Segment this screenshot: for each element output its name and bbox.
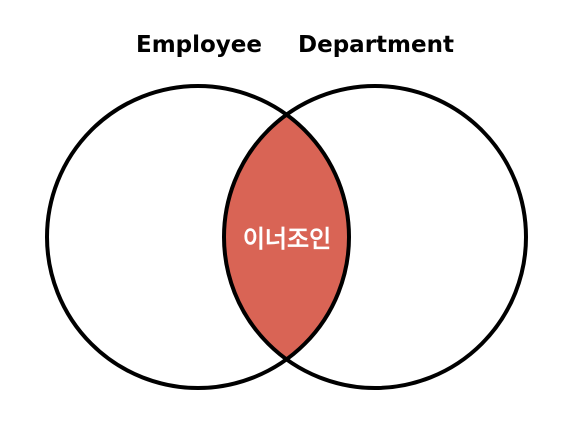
intersection-label: 이너조인 — [243, 225, 331, 253]
department-label: Department — [298, 32, 454, 58]
employee-label: Employee — [136, 32, 262, 58]
employee-circle — [45, 84, 351, 390]
department-circle — [222, 84, 528, 390]
